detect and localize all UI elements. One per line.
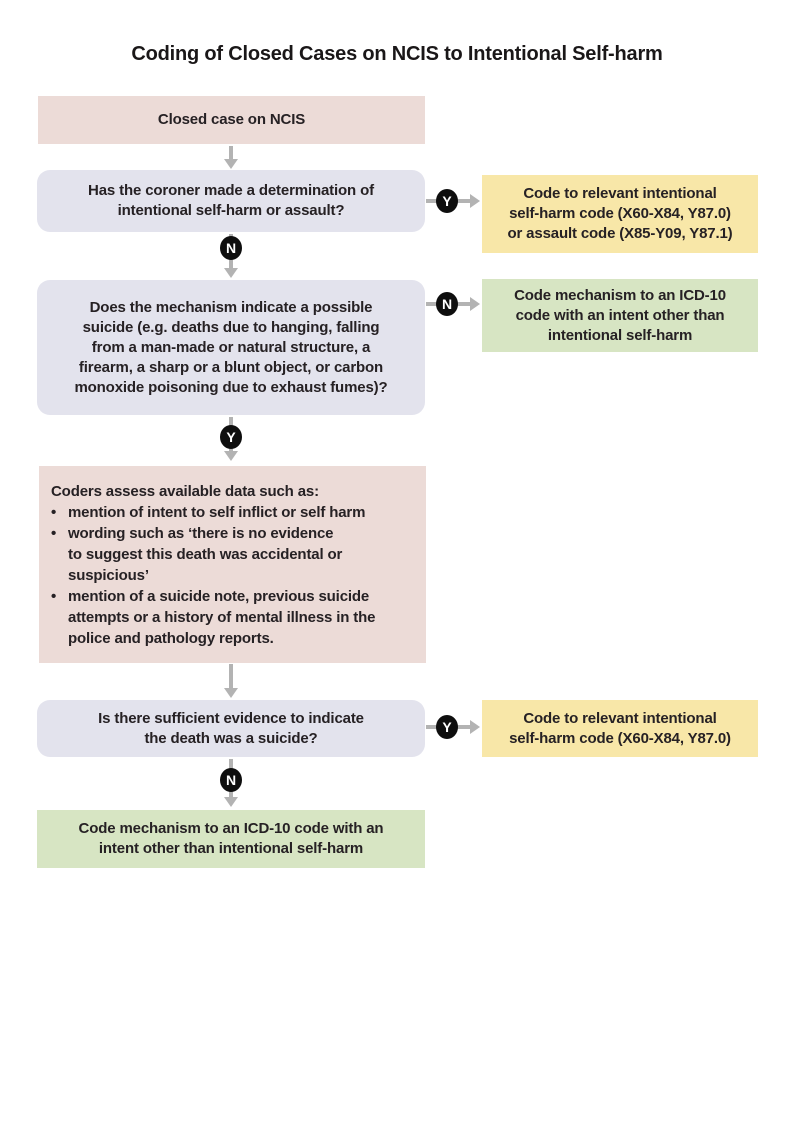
arrow-head-down-icon (224, 797, 238, 807)
node-closed-case: Closed case on NCIS (38, 96, 425, 144)
arrow-start-to-coroner (224, 146, 238, 169)
node-question-sufficient-evidence: Is there sufficient evidence to indicate… (37, 700, 425, 757)
arrow-shaft (229, 664, 233, 688)
no-badge: N (220, 768, 242, 792)
arrow-shaft (229, 146, 233, 159)
arrow-head-right-icon (470, 720, 480, 734)
assess-bullet-2-text: wording such as ‘there is no evidence to… (68, 524, 343, 584)
node-outcome-other-intent-code-right: Code mechanism to an ICD-10 code with an… (482, 279, 758, 352)
assess-bullet-1-text: mention of intent to self inflict or sel… (68, 503, 366, 521)
assess-bullet-3: • mention of a suicide note, previous su… (51, 586, 375, 649)
page-title: Coding of Closed Cases on NCIS to Intent… (131, 43, 663, 65)
no-badge: N (220, 236, 242, 260)
arrow-assess-to-evidence (224, 664, 238, 698)
node-outcome-other-intent-code-bottom: Code mechanism to an ICD-10 code with an… (37, 810, 425, 868)
bullet-icon: • (51, 587, 57, 605)
arrow-head-down-icon (224, 268, 238, 278)
node-question-mechanism-possible-suicide: Does the mechanism indicate a possible s… (37, 280, 425, 415)
node-question-coroner-determination: Has the coroner made a determination of … (37, 170, 425, 232)
arrow-head-down-icon (224, 688, 238, 698)
assess-bullet-3-text: mention of a suicide note, previous suic… (68, 587, 376, 647)
assess-bullet-1: • mention of intent to self inflict or s… (51, 502, 365, 523)
assess-bullet-2: • wording such as ‘there is no evidence … (51, 523, 342, 586)
bullet-icon: • (51, 503, 57, 521)
yes-badge: Y (436, 189, 458, 213)
assess-intro: Coders assess available data such as: (51, 482, 319, 500)
bullet-icon: • (51, 524, 57, 542)
node-coders-assess-data: Coders assess available data such as: • … (39, 466, 426, 663)
arrow-head-down-icon (224, 159, 238, 169)
arrow-head-right-icon (470, 297, 480, 311)
node-outcome-selfharm-or-assault-code: Code to relevant intentional self-harm c… (482, 175, 758, 253)
node-outcome-selfharm-code: Code to relevant intentional self-harm c… (482, 700, 758, 757)
no-badge: N (436, 292, 458, 316)
arrow-head-down-icon (224, 451, 238, 461)
yes-badge: Y (436, 715, 458, 739)
arrow-head-right-icon (470, 194, 480, 208)
yes-badge: Y (220, 425, 242, 449)
